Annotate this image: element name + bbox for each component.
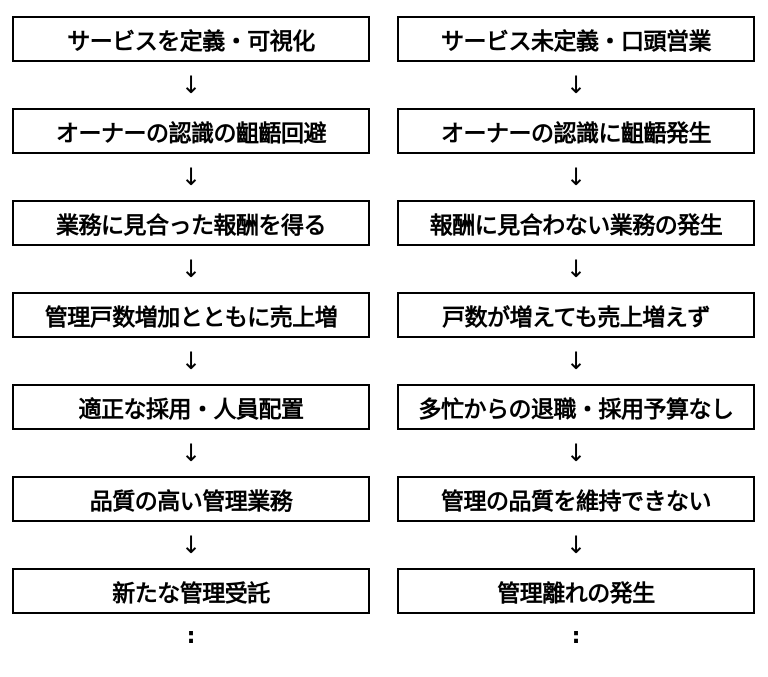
- down-arrow-icon: ↓: [565, 347, 587, 375]
- left-flow: サービスを定義・可視化 ↓ オーナーの認識の齟齬回避 ↓ 業務に見合った報酬を得…: [12, 16, 370, 658]
- down-arrow-icon: ↓: [180, 163, 202, 191]
- down-arrow-icon: ↓: [180, 439, 202, 467]
- down-arrow-icon: ↓: [565, 531, 587, 559]
- left-step-6: 品質の高い管理業務: [12, 476, 370, 522]
- right-step-2: オーナーの認識に齟齬発生: [397, 108, 755, 154]
- right-flow: サービス未定義・口頭営業 ↓ オーナーの認識に齟齬発生 ↓ 報酬に見合わない業務…: [397, 16, 755, 658]
- right-step-5: 多忙からの退職・採用予算なし: [397, 384, 755, 430]
- down-arrow-icon: ↓: [565, 255, 587, 283]
- down-arrow-icon: ↓: [565, 71, 587, 99]
- left-step-7: 新たな管理受託: [12, 568, 370, 614]
- down-arrow-icon: ↓: [565, 439, 587, 467]
- down-arrow-icon: ↓: [180, 531, 202, 559]
- left-step-5: 適正な採用・人員配置: [12, 384, 370, 430]
- down-arrow-icon: ↓: [565, 163, 587, 191]
- continuation-marker: :: [571, 623, 581, 649]
- continuation-marker: :: [186, 623, 196, 649]
- right-step-7: 管理離れの発生: [397, 568, 755, 614]
- right-step-6: 管理の品質を維持できない: [397, 476, 755, 522]
- left-step-1: サービスを定義・可視化: [12, 16, 370, 62]
- right-step-3: 報酬に見合わない業務の発生: [397, 200, 755, 246]
- left-step-3: 業務に見合った報酬を得る: [12, 200, 370, 246]
- down-arrow-icon: ↓: [180, 347, 202, 375]
- left-step-4: 管理戸数増加とともに売上増: [12, 292, 370, 338]
- right-step-4: 戸数が増えても売上増えず: [397, 292, 755, 338]
- down-arrow-icon: ↓: [180, 255, 202, 283]
- down-arrow-icon: ↓: [180, 71, 202, 99]
- left-step-2: オーナーの認識の齟齬回避: [12, 108, 370, 154]
- right-step-1: サービス未定義・口頭営業: [397, 16, 755, 62]
